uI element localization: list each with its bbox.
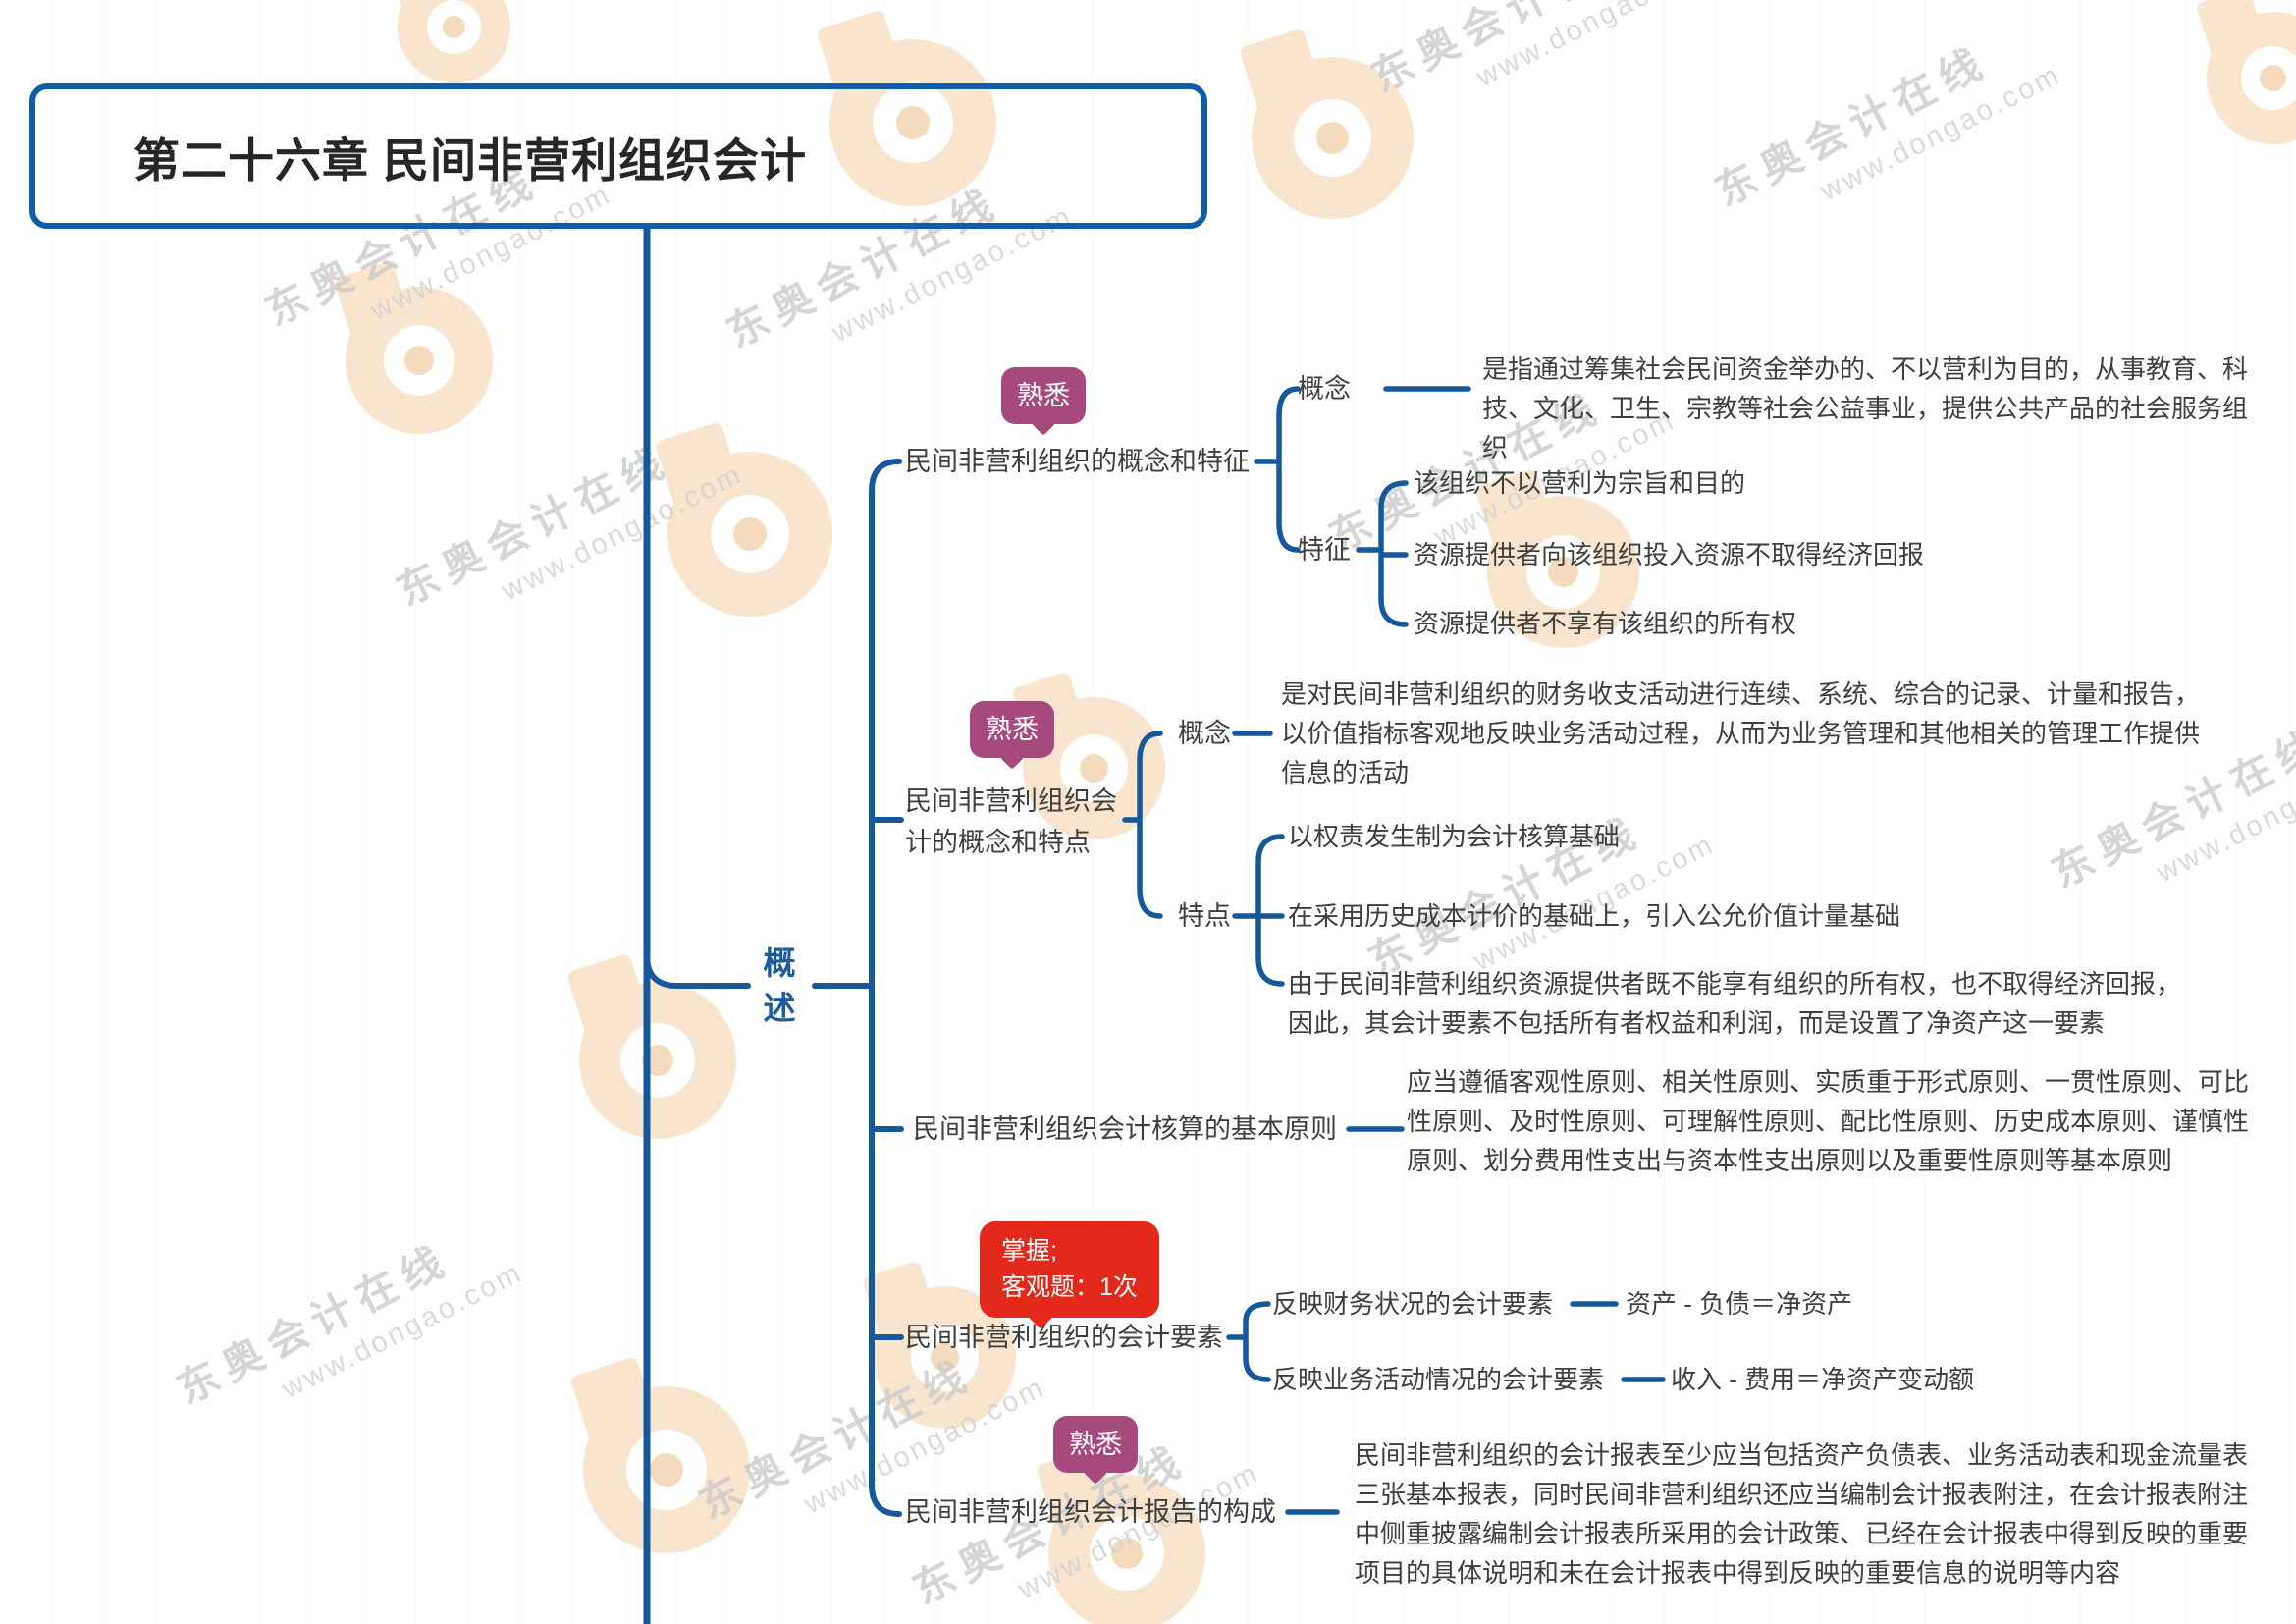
characteristic-item: 在采用历史成本计价的基础上，引入公允价值计量基础 bbox=[1288, 901, 1901, 931]
feature-item: 该组织不以营利为宗旨和目的 bbox=[1414, 468, 1746, 498]
element-label-business-activities: 反映业务活动情况的会计要素 bbox=[1272, 1365, 1605, 1394]
sub-label-characteristics: 特点 bbox=[1178, 901, 1231, 931]
element-label-financial-position: 反映财务状况的会计要素 bbox=[1272, 1289, 1554, 1319]
concept-text: 是指通过筹集社会民间资金举办的、不以营利为目的，从事教育、科技、文化、卫生、宗教… bbox=[1482, 354, 2249, 462]
formula-net-assets-change: 收入 - 费用＝净资产变动额 bbox=[1671, 1365, 1975, 1394]
familiarity-badge: 熟悉 bbox=[1053, 1416, 1138, 1473]
root-node-overview: 概述 bbox=[763, 945, 796, 1026]
mastery-badge: 掌握; 客观题：1次 bbox=[980, 1221, 1159, 1318]
sub-label-features: 特征 bbox=[1298, 535, 1351, 565]
familiarity-badge: 熟悉 bbox=[1001, 367, 1086, 424]
badge-label: 熟悉 bbox=[986, 715, 1039, 744]
sub-label-concept: 概念 bbox=[1298, 374, 1351, 404]
badge-line: 掌握; bbox=[1001, 1237, 1057, 1265]
feature-item: 资源提供者向该组织投入资源不取得经济回报 bbox=[1414, 540, 1925, 569]
badge-label: 熟悉 bbox=[1017, 381, 1070, 410]
branch-label-concept-and-features: 民间非营利组织的概念和特征 bbox=[905, 447, 1250, 476]
badge-line: 客观题：1次 bbox=[1001, 1273, 1138, 1301]
principles-text: 应当遵循客观性原则、相关性原则、实质重于形式原则、一贯性原则、可比性原则、及时性… bbox=[1407, 1067, 2250, 1175]
formula-net-assets: 资产 - 负债＝净资产 bbox=[1626, 1289, 1853, 1319]
branch-label-accounting-elements: 民间非营利组织的会计要素 bbox=[905, 1323, 1223, 1352]
sub-label-concept: 概念 bbox=[1178, 719, 1231, 748]
familiarity-badge: 熟悉 bbox=[970, 701, 1054, 758]
branch-label-basic-principles: 民间非营利组织会计核算的基本原则 bbox=[913, 1114, 1337, 1144]
branch-label-report-composition: 民间非营利组织会计报告的构成 bbox=[905, 1497, 1276, 1527]
chapter-title-box: 第二十六章 民间非营利组织会计 bbox=[29, 83, 1207, 229]
report-composition-text: 民间非营利组织的会计报表至少应当包括资产负债表、业务活动表和现金流量表三张基本报… bbox=[1355, 1440, 2249, 1588]
page-title: 第二十六章 民间非营利组织会计 bbox=[133, 134, 808, 187]
concept-text: 是对民间非营利组织的财务收支活动进行连续、系统、综合的记录、计量和报告，以价值指… bbox=[1281, 679, 2201, 787]
badge-label: 熟悉 bbox=[1069, 1430, 1122, 1459]
characteristic-item: 由于民间非营利组织资源提供者既不能享有组织的所有权，也不取得经济回报，因此，其会… bbox=[1288, 969, 2182, 1038]
characteristic-item: 以权责发生制为会计核算基础 bbox=[1288, 822, 1621, 851]
feature-item: 资源提供者不享有该组织的所有权 bbox=[1414, 609, 1797, 638]
branch-label-accounting-concept: 民间非营利组织会计的概念和特点 bbox=[905, 786, 1117, 857]
